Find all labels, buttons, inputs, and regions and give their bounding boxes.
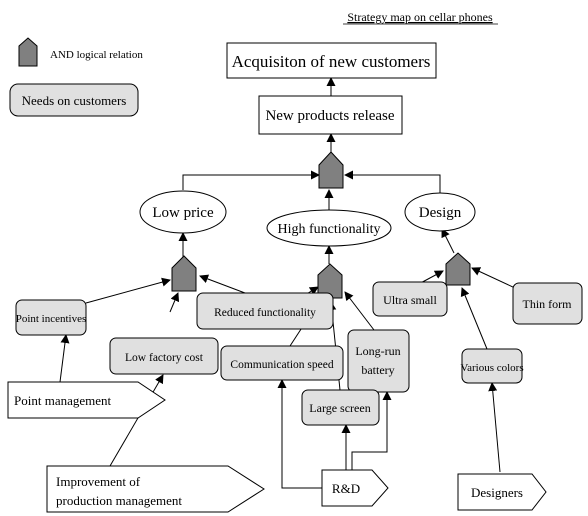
diagram-title: Strategy map on cellar phones [347, 10, 493, 24]
node-various-colors-label: Various colors [460, 362, 523, 374]
node-communication-speed-label: Communication speed [230, 359, 333, 371]
node-long-run-battery-label-1: Long-run [355, 344, 400, 358]
node-new-products-label: New products release [265, 108, 394, 124]
node-reduced-functionality: Reduced functionality [196, 292, 334, 330]
legend-and-label: AND logical relation [50, 49, 143, 61]
arrow-design-to-top-gate [344, 170, 441, 193]
node-large-screen-label: Large screen [309, 401, 370, 415]
action-rnd-label: R&D [332, 481, 360, 496]
arrow-low-factory-to-left-gate [169, 292, 180, 313]
action-improvement-label-2: production management [56, 493, 182, 508]
action-improvement-label-1: Improvement of [56, 474, 141, 489]
node-ultra-small-label: Ultra small [383, 293, 437, 307]
and-gate-icon [18, 37, 38, 67]
action-rnd: R&D [321, 469, 389, 507]
node-point-incentives: Point incentives [15, 299, 87, 336]
action-point-management: Point management [7, 381, 166, 419]
action-improvement: Improvement of production management [46, 465, 265, 513]
node-acquisition-label: Acquisiton of new customers [232, 52, 431, 71]
arrow-colors-to-right-gate [460, 287, 488, 350]
node-reduced-functionality-label: Reduced functionality [214, 307, 316, 319]
node-new-products: New products release [258, 95, 403, 135]
node-various-colors: Various colors [460, 348, 524, 384]
and-gate-right [445, 252, 471, 286]
node-low-price: Low price [139, 190, 227, 234]
connectors [59, 77, 516, 489]
node-ultra-small: Ultra small [372, 281, 448, 317]
node-point-incentives-label: Point incentives [16, 313, 87, 325]
node-design: Design [404, 192, 476, 232]
node-low-factory-cost-label: Low factory cost [125, 352, 204, 364]
legend-needs-box [9, 83, 139, 117]
node-long-run-battery-label-2: battery [361, 363, 394, 377]
arrow-point-mgmt-to-incentives [59, 334, 70, 383]
node-high-functionality-label: High functionality [277, 222, 380, 237]
legend-and-gate: AND logical relation [18, 37, 143, 67]
action-designers-label: Designers [471, 485, 523, 500]
node-large-screen: Large screen [301, 389, 380, 426]
arrow-point-incentives-to-left-gate [85, 277, 171, 304]
legend-needs: Needs on customers [9, 83, 139, 117]
and-gate-left [171, 255, 197, 292]
action-designers: Designers [457, 473, 547, 511]
arrow-right-gate-to-design [441, 228, 455, 254]
node-long-run-battery: Long-run battery [347, 329, 410, 393]
action-point-management-label: Point management [14, 393, 112, 408]
and-gate-top [318, 151, 344, 189]
node-thin-form-label: Thin form [523, 297, 573, 311]
node-design-label: Design [419, 205, 462, 221]
node-low-factory-cost: Low factory cost [109, 337, 219, 375]
node-low-price-label: Low price [152, 205, 214, 221]
legend-needs-label: Needs on customers [22, 93, 127, 108]
node-acquisition: Acquisiton of new customers [226, 42, 437, 79]
arrow-rnd-to-comm-speed [277, 379, 322, 489]
node-communication-speed: Communication speed [220, 345, 344, 381]
node-high-functionality: High functionality [266, 209, 392, 247]
node-thin-form: Thin form [512, 282, 583, 325]
arrow-rnd-to-battery [351, 391, 392, 470]
arrow-battery-to-mid-gate [344, 291, 375, 331]
arrow-low-price-to-top-gate [182, 170, 320, 190]
arrow-designers-to-colors [488, 382, 501, 473]
arrow-improvement-to-low-factory [109, 374, 164, 467]
arrow-reduced-func-to-left-gate [199, 274, 246, 294]
arrow-thin-form-to-right-gate [471, 267, 516, 289]
